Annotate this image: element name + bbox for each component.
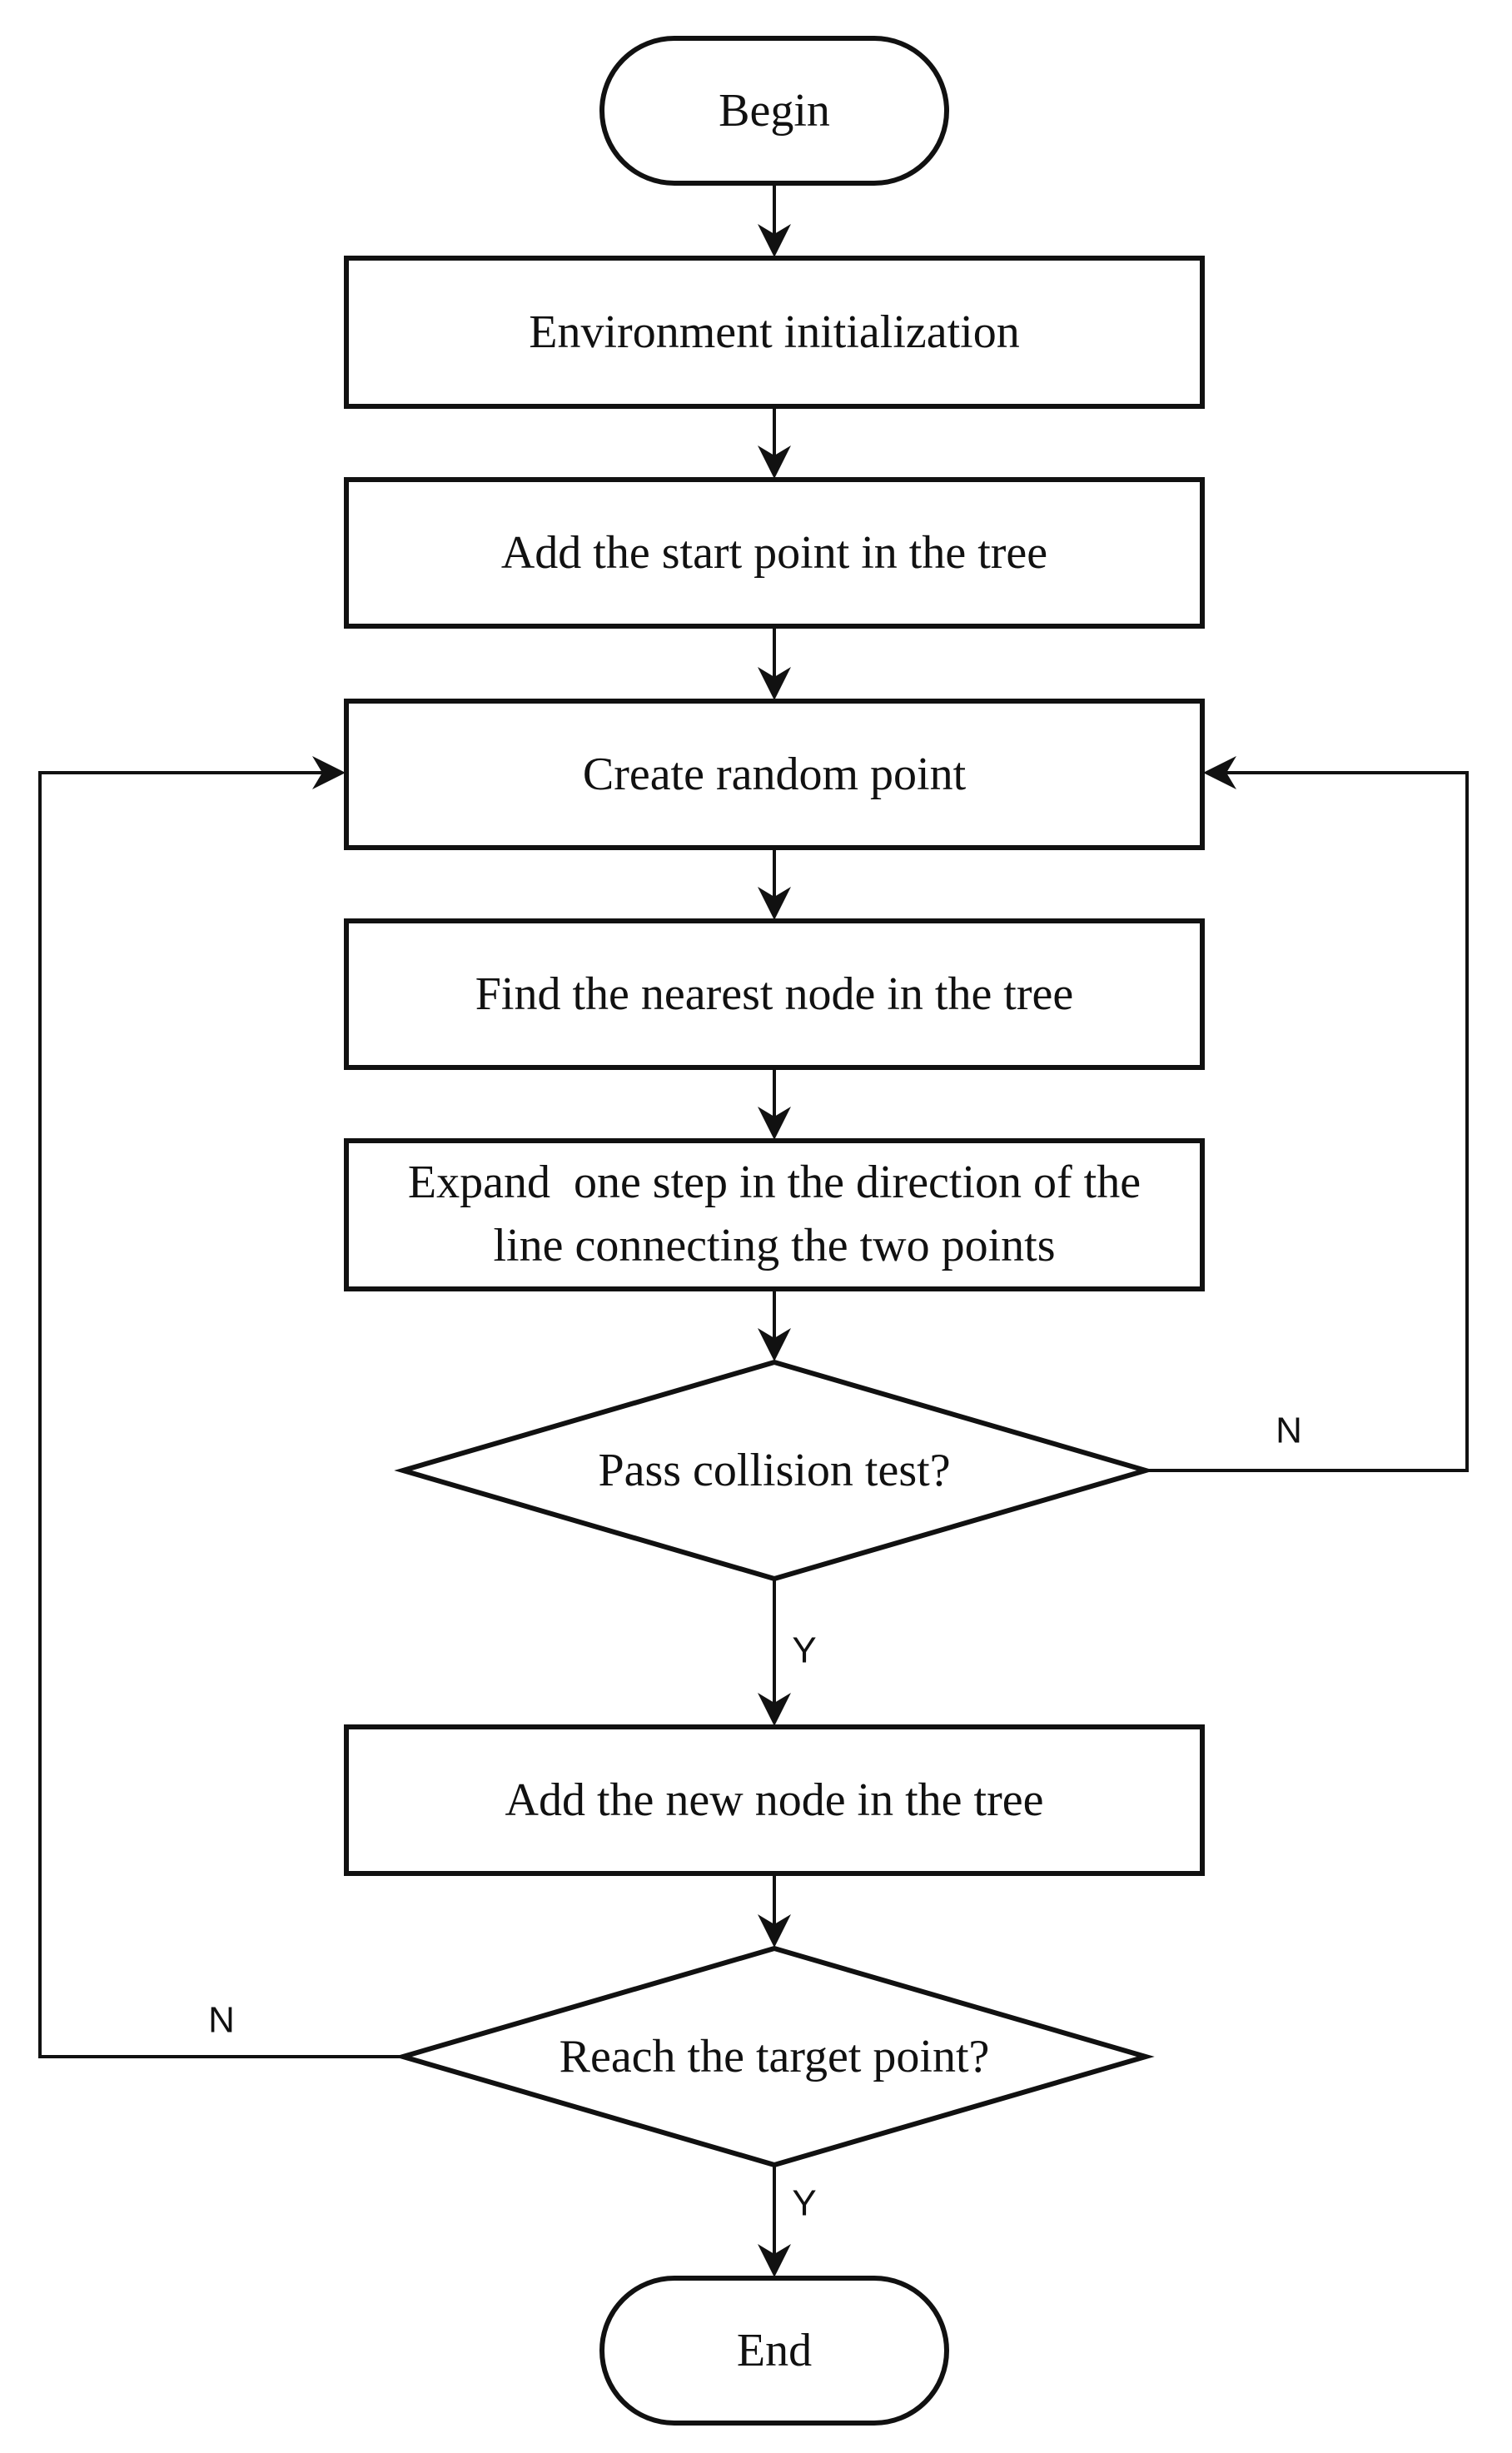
arrow-target-no-loop <box>38 756 403 2058</box>
end-terminal <box>599 2276 949 2426</box>
add-start-label: Add the start point in the tree <box>501 527 1047 579</box>
target-label: Reach the target point? <box>560 2031 990 2082</box>
env-init-label: Environment initialization <box>529 306 1019 358</box>
create-random-label: Create random point <box>583 749 967 800</box>
arrow-collision-no-loop <box>1146 756 1469 1472</box>
begin-label: Begin <box>719 85 830 137</box>
collision-label: Pass collision test? <box>598 1445 950 1496</box>
add-start-box <box>344 477 1205 629</box>
end-label: End <box>737 2325 812 2376</box>
add-new-node-box <box>344 1724 1205 1876</box>
target-no-label: N <box>208 2000 235 2041</box>
add-new-label: Add the new node in the tree <box>505 1774 1044 1826</box>
create-random-box <box>344 699 1205 850</box>
expand-label-line1: Expand one step in the direction of the <box>408 1157 1141 1208</box>
find-nearest-label: Find the nearest node in the tree <box>475 968 1073 1020</box>
env-init-box <box>344 256 1205 409</box>
expand-label-line2: line connecting the two points <box>494 1220 1056 1271</box>
target-yes-label: Y <box>792 2183 816 2224</box>
collision-no-label: N <box>1276 1411 1302 1451</box>
collision-yes-label: Y <box>792 1630 816 1671</box>
